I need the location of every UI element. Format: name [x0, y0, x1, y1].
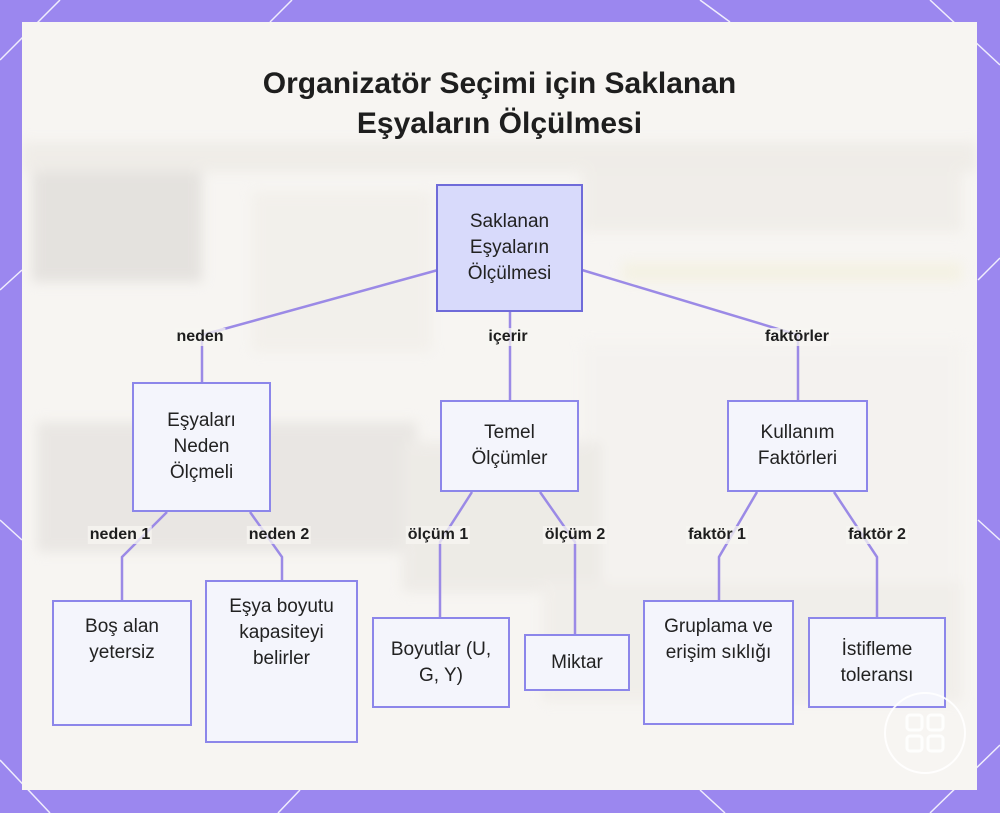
node-space-label: Boş alan yetersiz: [62, 614, 182, 666]
node-root: Saklanan Eşyaların Ölçülmesi: [436, 184, 583, 312]
edge-label-root-usage: faktörler: [763, 328, 831, 346]
edge-basic-quantity: [540, 492, 575, 634]
node-grouping: Gruplama ve erişim sıklığı: [643, 600, 794, 725]
edge-root-why: [202, 270, 438, 382]
edge-label-usage-grouping: faktör 1: [686, 526, 748, 544]
node-basic: Temel Ölçümler: [440, 400, 579, 492]
node-usage-label: Kullanım Faktörleri: [737, 420, 858, 472]
node-quantity: Miktar: [524, 634, 630, 691]
node-dimensions-label: Boyutlar (U, G, Y): [382, 637, 500, 689]
node-basic-label: Temel Ölçümler: [450, 420, 569, 472]
node-why-label: Eşyaları Neden Ölçmeli: [142, 408, 261, 486]
node-why: Eşyaları Neden Ölçmeli: [132, 382, 271, 512]
edge-usage-stacking: [834, 492, 877, 617]
node-size: Eşya boyutu kapasiteyi belirler: [205, 580, 358, 743]
edge-label-basic-quantity: ölçüm 2: [543, 526, 607, 544]
edge-label-why-space: neden 1: [88, 526, 152, 544]
node-usage: Kullanım Faktörleri: [727, 400, 868, 492]
logo-badge-icon: [884, 692, 966, 774]
node-dimensions: Boyutlar (U, G, Y): [372, 617, 510, 708]
edge-label-root-why: neden: [174, 328, 225, 346]
node-stacking-label: İstifleme toleransı: [818, 637, 936, 689]
node-quantity-label: Miktar: [551, 650, 603, 676]
node-root-label: Saklanan Eşyaların Ölçülmesi: [446, 209, 573, 287]
node-grouping-label: Gruplama ve erişim sıklığı: [653, 614, 784, 666]
edge-label-basic-dimensions: ölçüm 1: [406, 526, 470, 544]
edge-label-root-basic: içerir: [486, 328, 529, 346]
node-space: Boş alan yetersiz: [52, 600, 192, 726]
edge-label-usage-stacking: faktör 2: [846, 526, 908, 544]
edge-usage-grouping: [719, 492, 757, 600]
badge-glyph-icon: [901, 709, 949, 757]
edge-basic-dimensions: [440, 492, 472, 617]
node-size-label: Eşya boyutu kapasiteyi belirler: [215, 594, 348, 672]
edge-why-size: [250, 512, 282, 580]
edge-label-why-size: neden 2: [247, 526, 311, 544]
diagram-card: Organizatör Seçimi için Saklanan Eşyalar…: [22, 22, 977, 790]
